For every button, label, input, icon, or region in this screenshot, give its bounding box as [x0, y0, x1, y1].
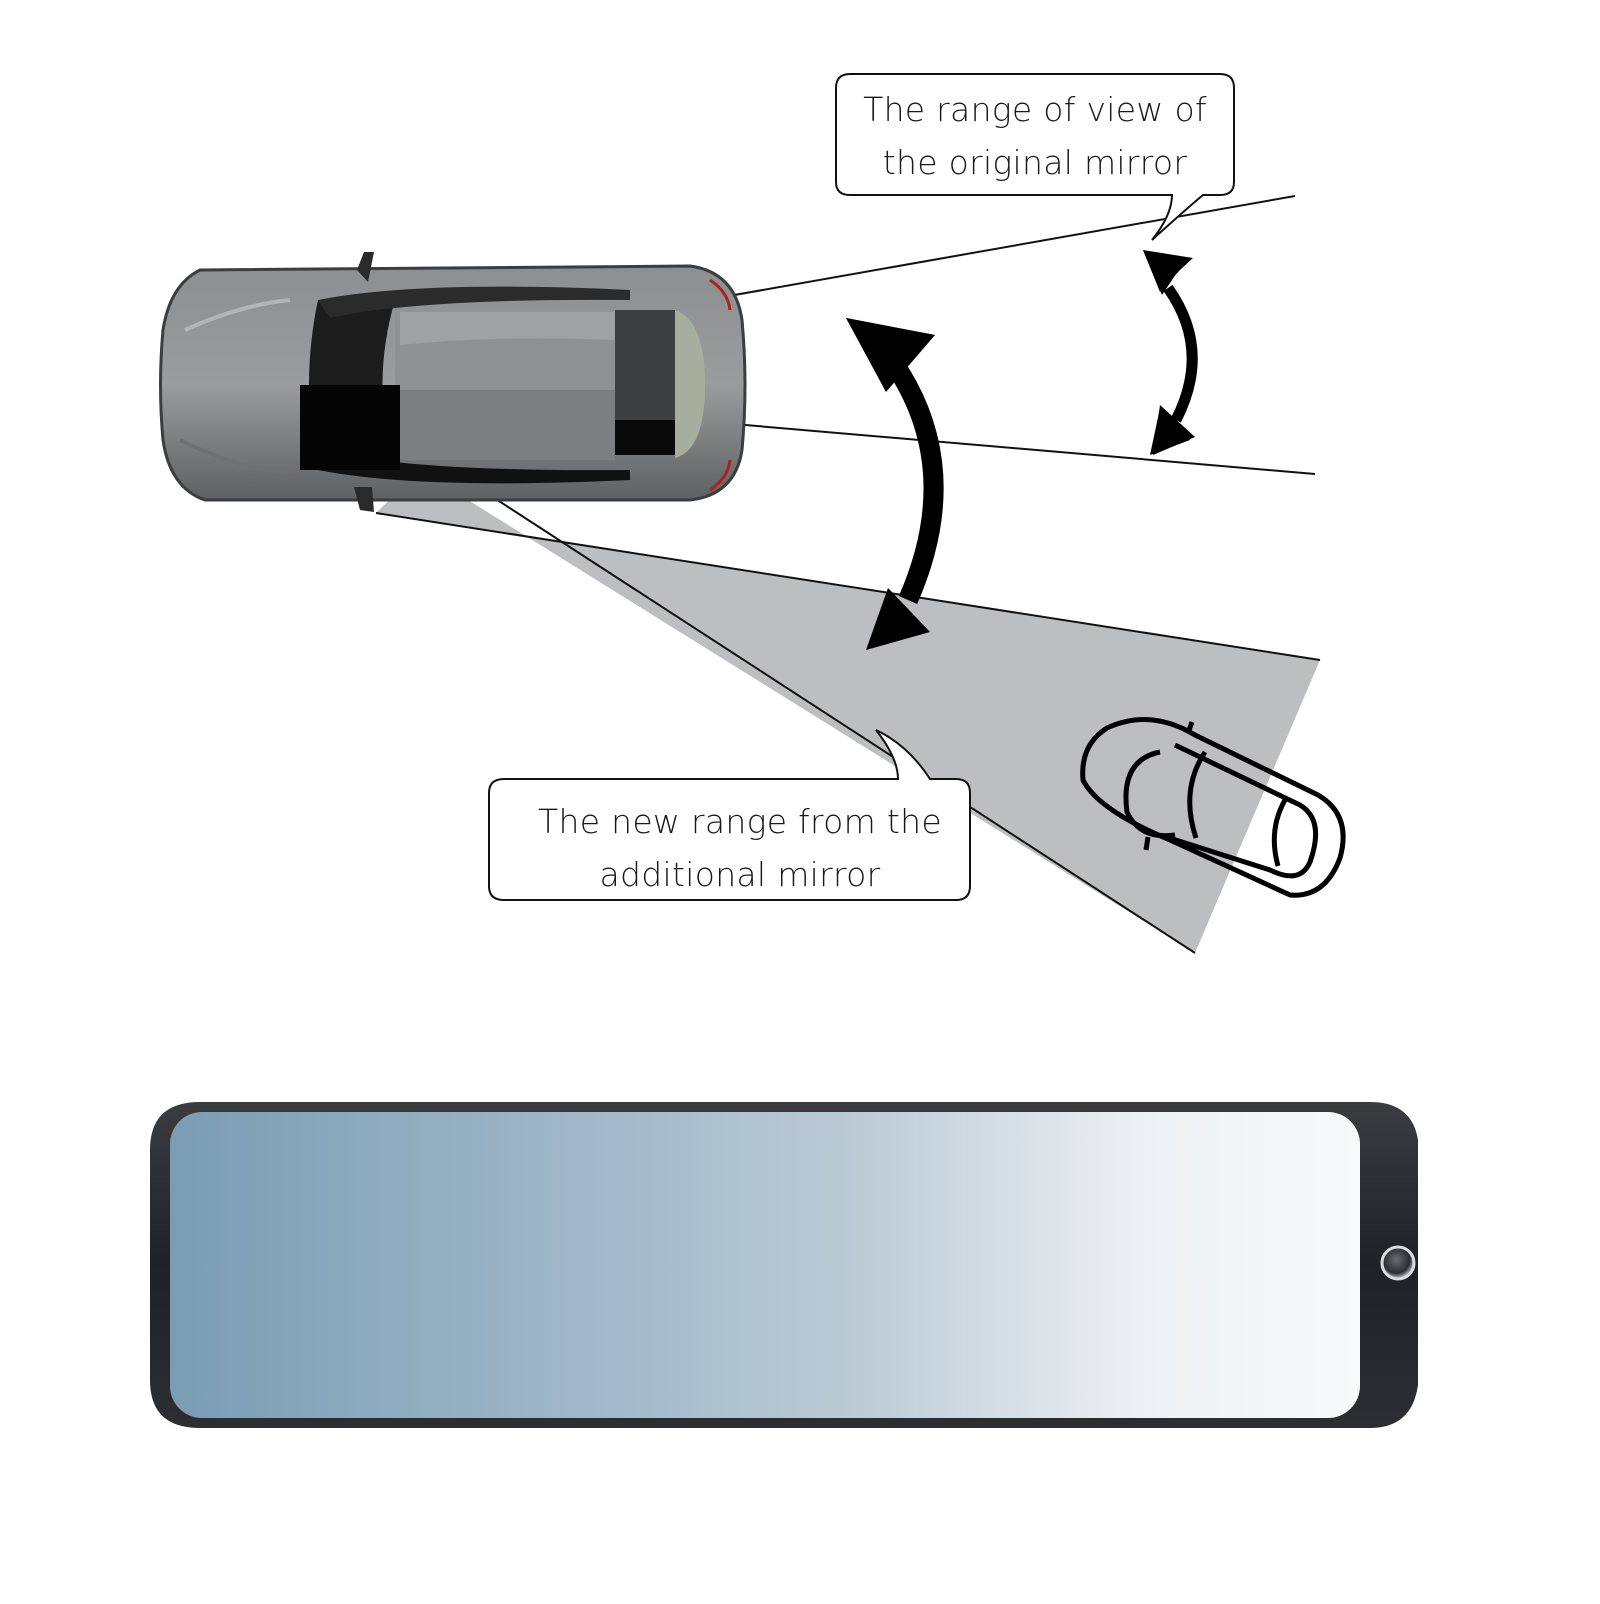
original-range-arrow-icon [1143, 250, 1198, 455]
new-range-upper-line [375, 512, 1321, 661]
callout-new-line1: The new range from the [538, 802, 942, 841]
new-range-lower-line [404, 439, 1196, 954]
callout-new-bubble [488, 729, 971, 901]
callout-original-line2: the original mirror [882, 143, 1188, 182]
callout-original-text: The range of view of the original mirror [860, 83, 1210, 189]
callout-original-bubble [835, 73, 1235, 241]
callout-new-text: The new range from the additional mirror [505, 795, 975, 901]
callout-new-line2: additional mirror [599, 855, 881, 894]
callout-original-line1: The range of view of [863, 90, 1207, 129]
rearview-mirror-product [150, 1102, 1418, 1428]
main-car-icon [159, 252, 747, 512]
new-range-arrow-icon [846, 318, 944, 650]
other-car-icon [1080, 717, 1346, 898]
new-range-zone [376, 470, 1320, 953]
mirror-glass [170, 1112, 1360, 1418]
mirror-adjust-knob-icon [1380, 1245, 1416, 1281]
